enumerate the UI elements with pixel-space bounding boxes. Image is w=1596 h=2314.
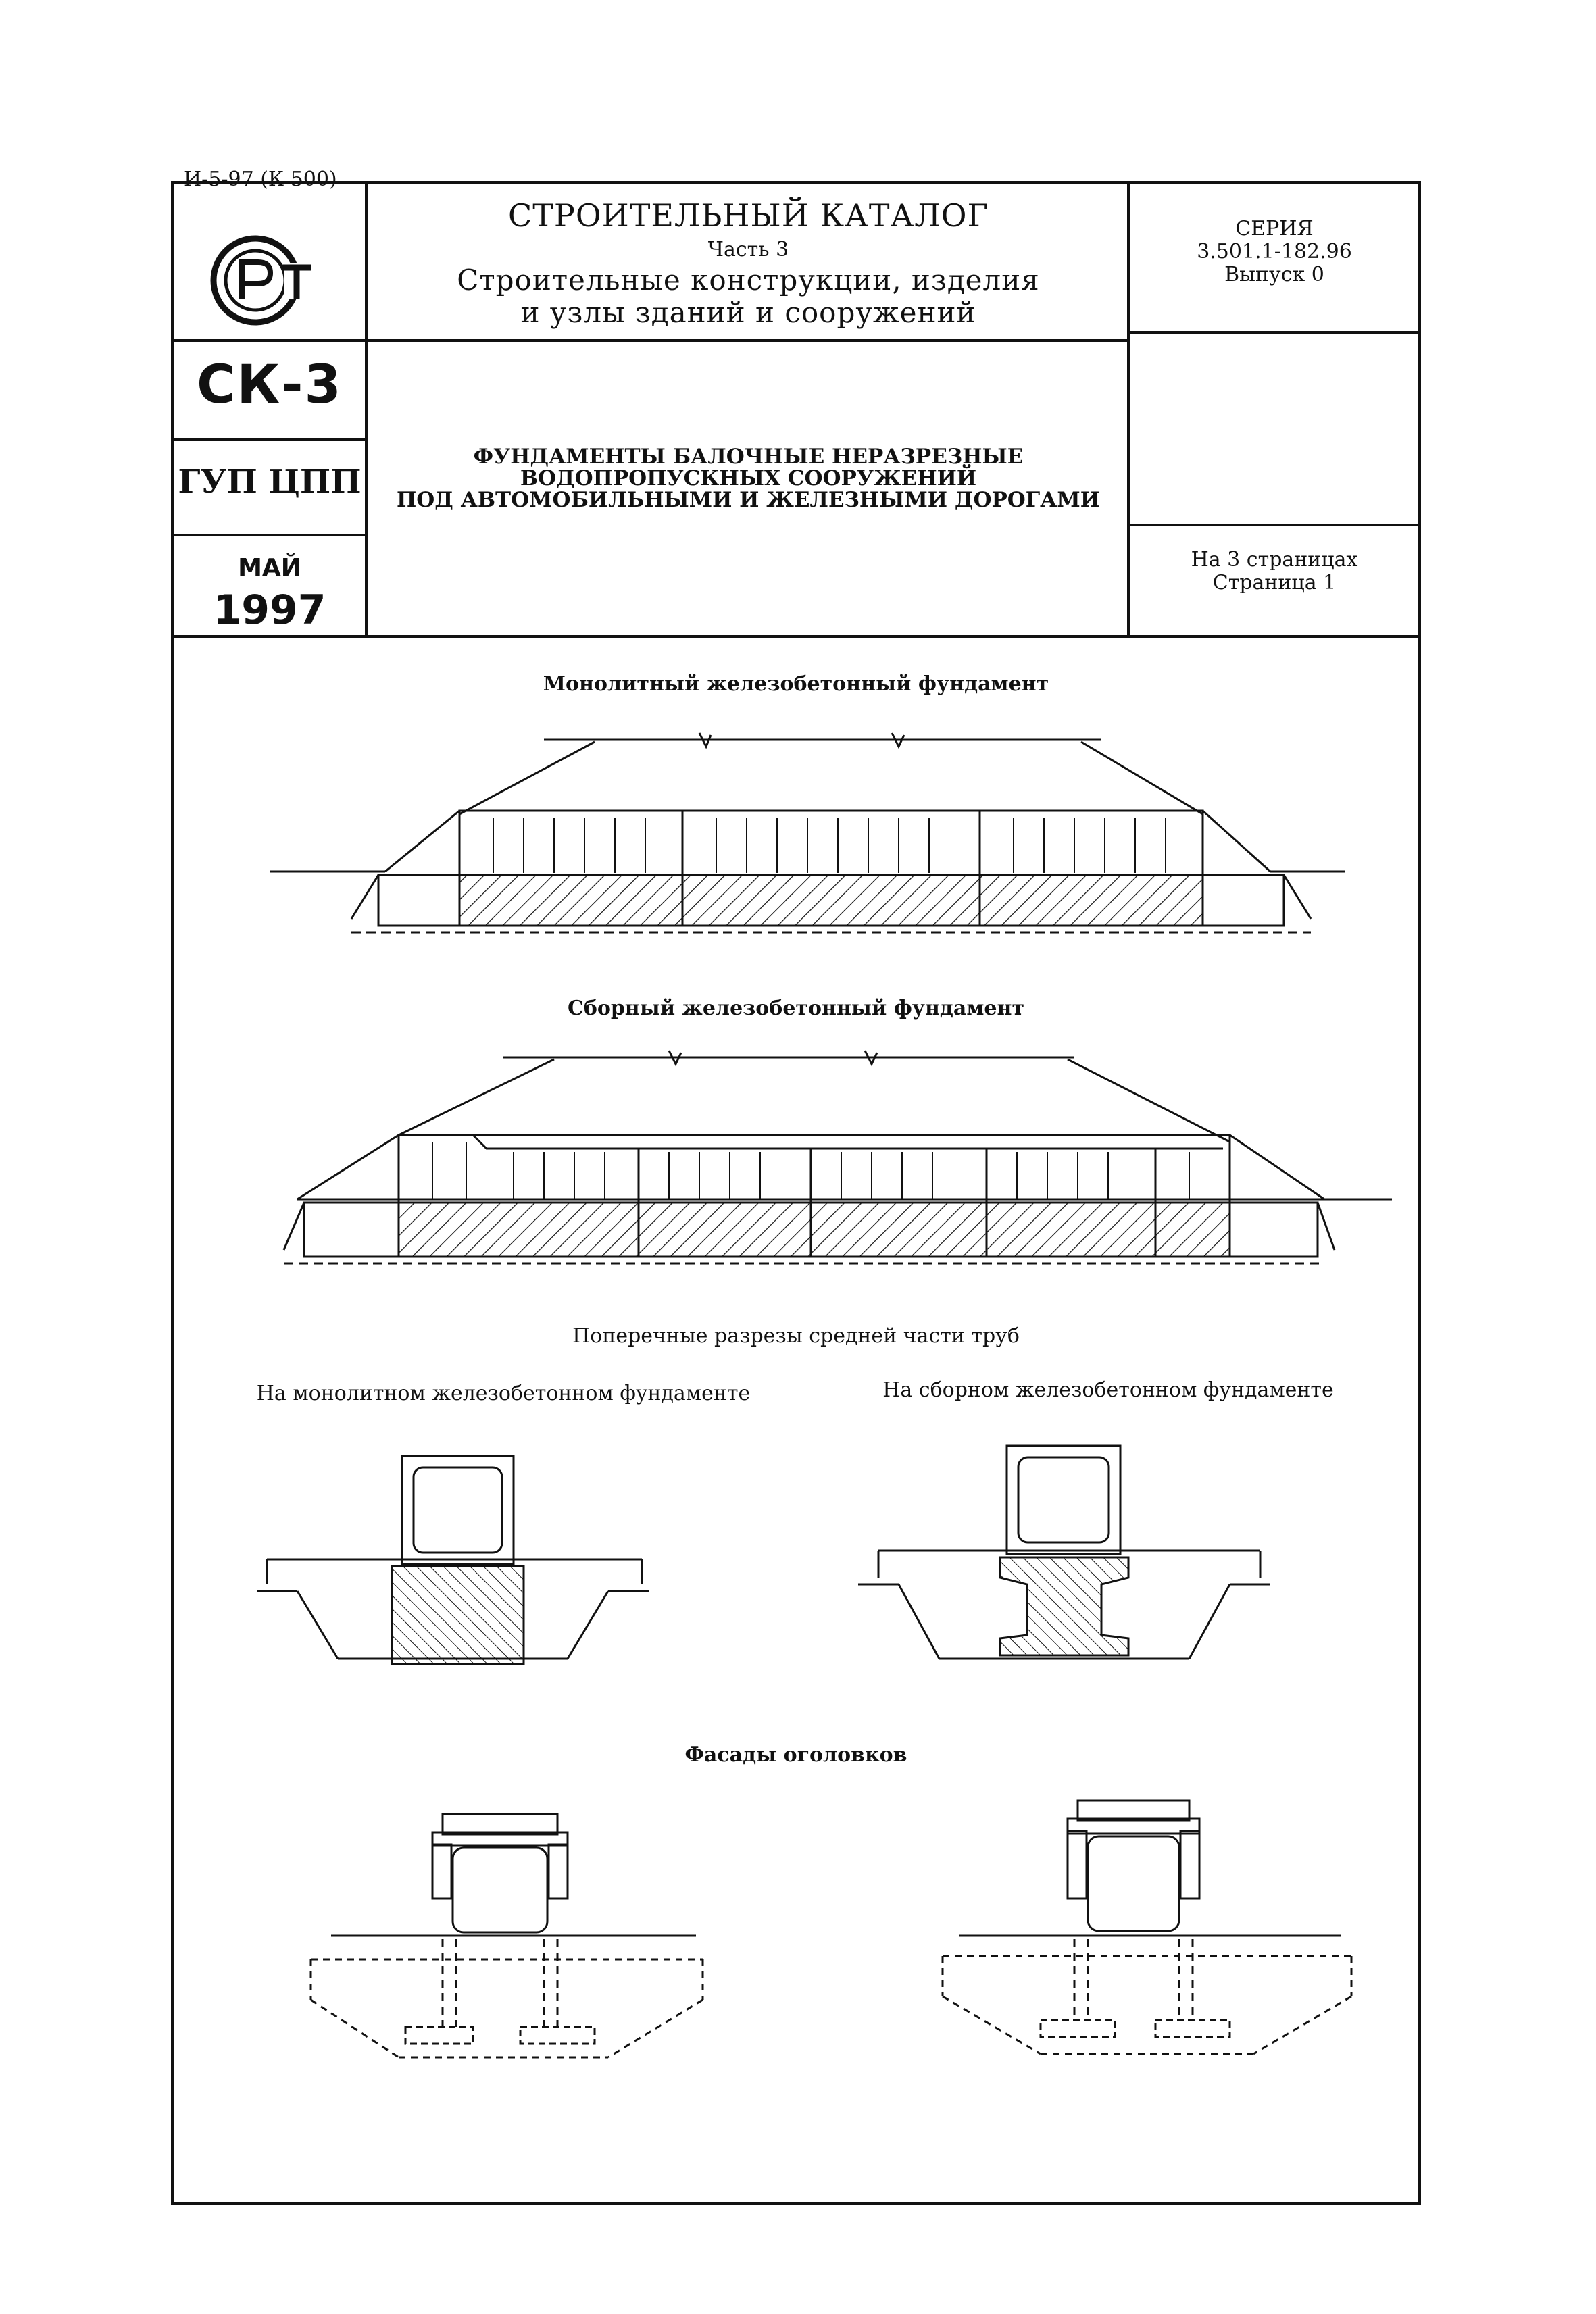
- catalog-title: СТРОИТЕЛЬНЫЙ КАТАЛОГ: [508, 197, 989, 234]
- caption-prefab: Сборный железобетонный фундамент: [567, 997, 1025, 1020]
- organization: ГУП ЦПП: [178, 463, 361, 501]
- pages-current: Страница 1: [1212, 571, 1337, 595]
- drawing-facade-monolithic: [309, 1813, 704, 2059]
- drawing-cross-section-monolithic: [257, 1455, 649, 1665]
- rst-logo: [203, 223, 318, 338]
- series-row-line: [1127, 331, 1421, 334]
- series-number: 3.501.1-182.96: [1197, 240, 1352, 263]
- header-divider-right: [1127, 181, 1130, 636]
- sidebar-row-line-2: [171, 438, 366, 441]
- sidebar-row-line-3: [171, 534, 366, 536]
- document-name-line2: ВОДОПРОПУСКНЫХ СООРУЖЕНИЙ: [520, 466, 977, 491]
- document-name-line3: ПОД АВТОМОБИЛЬНЫМИ И ЖЕЛЕЗНЫМИ ДОРОГАМИ: [396, 488, 1101, 512]
- pages-block: На 3 страницах Страница 1: [1130, 549, 1419, 595]
- rst-logo-icon: [210, 235, 314, 326]
- catalog-part: Часть 3: [707, 238, 789, 261]
- header-bottom-line: [171, 635, 1421, 638]
- drawing-facade-prefab: [941, 1799, 1353, 2055]
- drawing-cross-section-prefab: [858, 1444, 1270, 1660]
- document-name: ФУНДАМЕНТЫ БАЛОЧНЫЕ НЕРАЗРЕЗНЫЕ ВОДОПРОП…: [368, 446, 1128, 511]
- caption-on-prefab: На сборном железобетонном фундаменте: [882, 1378, 1334, 1402]
- series-label: СЕРИЯ: [1235, 217, 1314, 241]
- catalog-subtitle-line1: Строительные конструкции, изделия: [457, 263, 1040, 297]
- drawing-prefab-longitudinal: [282, 1050, 1392, 1265]
- caption-monolithic: Монолитный железобетонный фундамент: [543, 672, 1049, 696]
- document-name-line1: ФУНДАМЕНТЫ БАЛОЧНЫЕ НЕРАЗРЕЗНЫЕ: [473, 445, 1024, 469]
- pages-row-line: [1127, 524, 1421, 526]
- caption-cross-sections: Поперечные разрезы средней части труб: [572, 1324, 1020, 1348]
- catalog-code: СК-3: [197, 355, 343, 416]
- issue-year: 1997: [213, 586, 326, 634]
- pages-total: На 3 страницах: [1191, 548, 1358, 572]
- catalog-subtitle-line2: и узлы зданий и сооружений: [520, 296, 976, 329]
- document-code: И-5-97 (К 500): [184, 168, 337, 191]
- title-block-frame: [171, 181, 1421, 2205]
- series-issue: Выпуск 0: [1224, 263, 1324, 286]
- caption-on-monolithic: На монолитном железобетонном фундаменте: [256, 1382, 751, 1405]
- issue-month: МАЙ: [238, 554, 301, 582]
- series-block: СЕРИЯ 3.501.1-182.96 Выпуск 0: [1130, 218, 1419, 286]
- header-row-line-1: [171, 339, 1129, 342]
- drawing-monolithic-longitudinal: [270, 732, 1345, 934]
- header-divider-left: [365, 181, 368, 636]
- caption-facades: Фасады оголовков: [684, 1743, 907, 1767]
